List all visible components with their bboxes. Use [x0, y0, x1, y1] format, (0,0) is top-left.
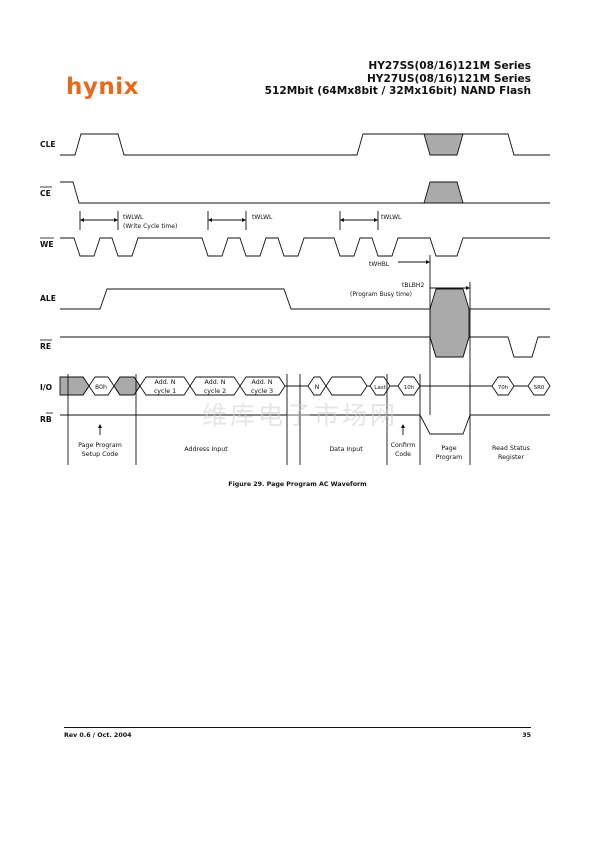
io-hold-shade [59, 376, 90, 396]
arrowhead [340, 218, 344, 222]
header-series-1: HY27SS(08/16)121M Series [368, 60, 531, 72]
arrowhead [426, 260, 430, 264]
document-header: HY27SS(08/16)121M Series HY27US(08/16)12… [265, 60, 531, 98]
header-device: 512Mbit (64Mx8bit / 32Mx16bit) NAND Flas… [264, 85, 531, 98]
twlwl-label-3: tWLWL [381, 214, 402, 221]
io-addr2-a: Add. N [205, 379, 226, 386]
tblbh2-label: tBLBH2 [402, 282, 424, 289]
phase-setup-a: Page Program [78, 442, 122, 449]
io-data-n: N [315, 384, 320, 391]
revision-text: Rev 0.6 / Oct. 2004 [64, 732, 132, 739]
io-addr3-a: Add. N [252, 379, 273, 386]
io-address-shade [113, 376, 141, 396]
watermark: 维库电子市场网 [202, 401, 398, 430]
arrowhead [242, 218, 246, 222]
arrowhead [374, 218, 378, 222]
phase-dividers [67, 374, 471, 465]
page-number: 35 [522, 732, 531, 739]
rb-waveform [60, 414, 550, 435]
cle-waveform [60, 133, 550, 156]
we-timing-markers [79, 211, 379, 230]
re-waveform [60, 336, 550, 358]
write-cycle-label: (Write Cycle time) [123, 223, 177, 230]
footer-rule [64, 727, 531, 728]
twhbl-arrow [398, 255, 431, 415]
ce-waveform [60, 181, 550, 204]
signal-label-ce: CE [40, 189, 51, 198]
io-cmd-80h: 80h [95, 384, 107, 391]
signal-label-ale: ALE [40, 294, 56, 303]
phase-confirm-a: Confirm [391, 442, 416, 449]
phase-address: Address Input [184, 446, 228, 453]
arrowhead [401, 424, 405, 428]
cle-busy-shade [423, 133, 464, 156]
signal-label-rb: RB [40, 415, 52, 424]
io-addr1-a: Add. N [155, 379, 176, 386]
io-addr1-b: cycle 1 [154, 388, 176, 395]
signal-label-cle: CLE [40, 140, 56, 149]
arrowhead [98, 424, 102, 428]
twlwl-label-1: tWLWL [123, 214, 144, 221]
figure-caption: Figure 29. Page Program AC Waveform [228, 481, 367, 488]
we-waveform [60, 237, 550, 257]
signal-label-io: I/O [40, 383, 53, 392]
signal-label-we: WE [40, 240, 54, 249]
header-series-2: HY27US(08/16)121M Series [366, 72, 531, 85]
io-addr3-b: cycle 3 [251, 388, 273, 395]
arrowhead [80, 218, 84, 222]
io-sr0: SR0 [534, 385, 545, 391]
ce-busy-shade [423, 181, 464, 204]
io-addr2-b: cycle 2 [204, 388, 226, 395]
phase-data: Data Input [329, 446, 363, 453]
phase-confirm-b: Code [395, 451, 411, 458]
twlwl-label-2: tWLWL [252, 214, 273, 221]
arrowhead [208, 218, 212, 222]
phase-program-b: Program [436, 454, 463, 461]
busy-shade-ale-re [429, 288, 470, 358]
arrowhead [466, 286, 470, 290]
hynix-logo: hynix [66, 74, 139, 100]
io-cmd-70h: 70h [498, 385, 509, 391]
signal-label-re: RE [40, 342, 51, 351]
program-busy-label: (Program Busy time) [350, 291, 412, 298]
phase-setup-b: Setup Code [82, 451, 119, 458]
phase-program-a: Page [441, 445, 456, 452]
ale-waveform [60, 288, 550, 310]
twhbl-label: tWHBL [369, 261, 390, 268]
phase-read-b: Register [498, 454, 524, 461]
io-cmd-10h: 10h [404, 385, 415, 391]
arrowhead [114, 218, 118, 222]
io-data-last: Last [374, 385, 386, 391]
phase-read-a: Read Status [492, 445, 530, 452]
